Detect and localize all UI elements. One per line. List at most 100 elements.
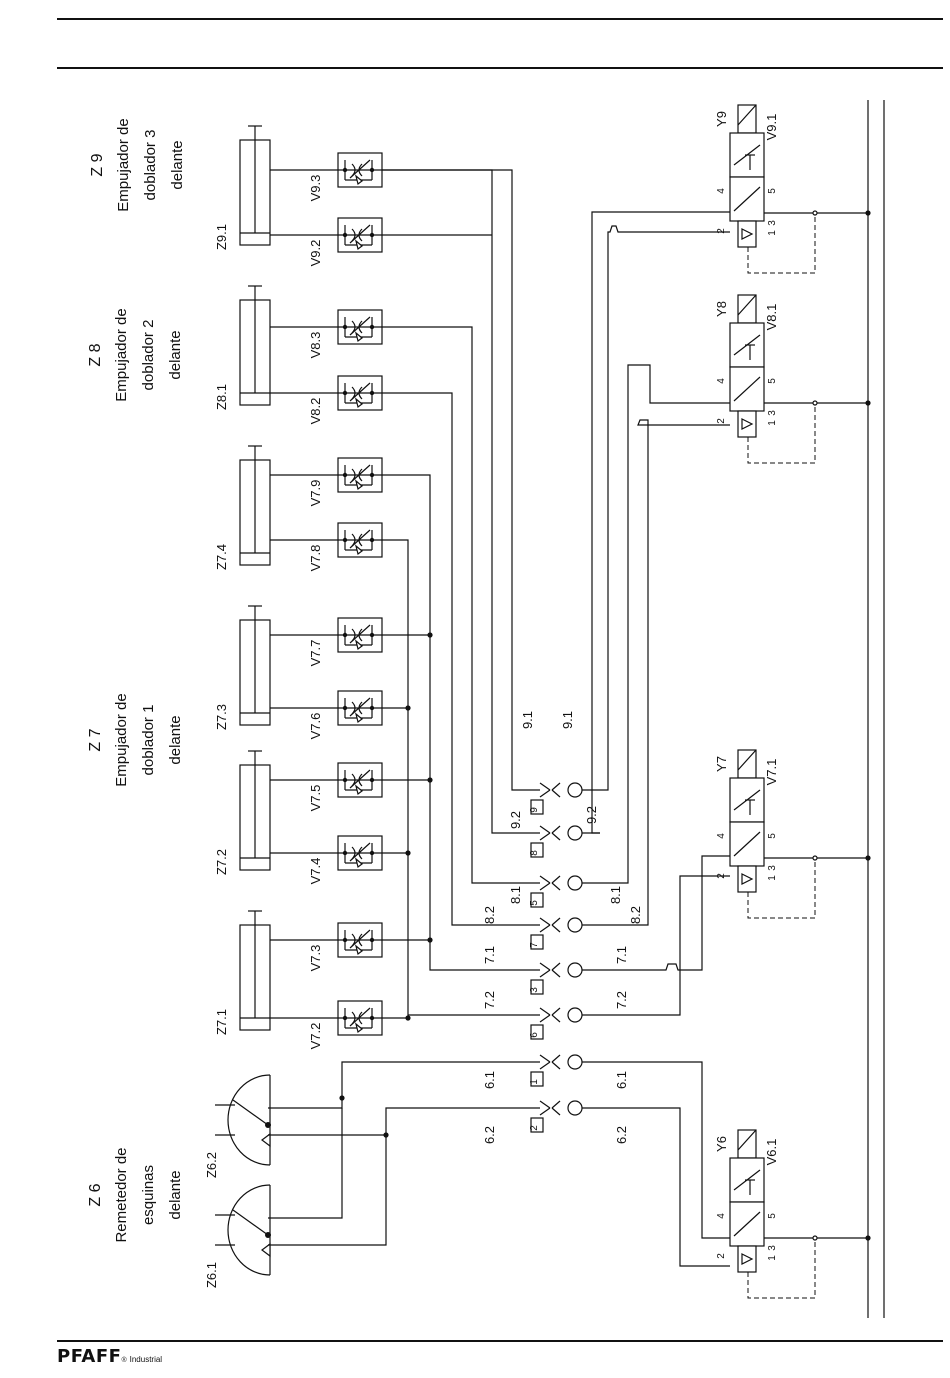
line-label-right-6-2: 6.2 [614, 1126, 629, 1144]
line-label-left-8-1: 8.1 [508, 886, 523, 904]
group-id-z8: Z 8 [87, 343, 104, 366]
pfaff-logo: PFAFF® Industrial [57, 1346, 162, 1367]
group-line-z9-2: delante [169, 140, 186, 189]
throttle-label-V7-6: V7.6 [308, 713, 323, 740]
pipe-9-2 [382, 169, 540, 834]
port-number-V8-1-2: 5 [767, 378, 778, 384]
pipe-6-1 [268, 1061, 540, 1109]
port-number-V6-1-4: 1 [767, 1255, 778, 1261]
port-number-V8-1-3: 3 [767, 410, 778, 416]
line-label-right-6-1: 6.1 [614, 1071, 629, 1089]
valve-layer [729, 104, 871, 1299]
group-line-z6-1: esquinas [140, 1165, 157, 1225]
port-number-V6-1-2: 5 [767, 1213, 778, 1219]
valve-name-label-V6-1: V6.1 [764, 1139, 779, 1166]
line-label-right-7-1: 7.1 [614, 946, 629, 964]
throttle-valve-V8-2 [270, 375, 383, 411]
cylinder-Z7-3 [239, 605, 271, 726]
throttle-label-V7-4: V7.4 [308, 858, 323, 885]
port-number-V6-1-0: 4 [716, 1213, 727, 1219]
cylinder-Z7-1 [239, 910, 271, 1031]
cylinder-label-Z7-3: Z7.3 [214, 704, 229, 730]
throttle-label-V9-2: V9.2 [308, 240, 323, 267]
line-label-left-7-2: 7.2 [482, 991, 497, 1009]
pipe-layer [268, 169, 730, 1267]
line-label-right-8-1: 8.1 [608, 886, 623, 904]
port-number-V9-1-0: 4 [716, 188, 727, 194]
junction-dot [427, 777, 433, 783]
group-id-z9: Z 9 [89, 153, 106, 176]
group-line-z8-2: delante [167, 330, 184, 379]
rotary-cylinder-Z6-1 [215, 1184, 271, 1276]
cylinder-label-Z9-1: Z9.1 [214, 224, 229, 250]
port-number-V6-1-3: 3 [767, 1245, 778, 1251]
port-number-V8-1-0: 4 [716, 378, 727, 384]
pipe-6-2 [268, 1107, 540, 1136]
directional-valve-V7-1 [729, 749, 868, 919]
cylinder-layer [215, 125, 271, 1276]
valve-solenoid-label-V8-1: Y8 [714, 301, 729, 317]
throttle-layer [270, 152, 383, 1036]
valve-solenoid-label-V9-1: Y9 [714, 111, 729, 127]
throttle-label-V9-3: V9.3 [308, 175, 323, 202]
coupling-number-8: 8 [529, 850, 540, 856]
throttle-valve-V7-9 [270, 457, 383, 493]
pipe-8-2 [382, 392, 540, 926]
throttle-valve-V7-6 [270, 690, 383, 726]
junction-dot [865, 400, 871, 406]
group-line-z7-2: delante [167, 715, 184, 764]
junction-dot [339, 1095, 345, 1101]
port-number-V8-1-1: 2 [716, 418, 727, 424]
coupling-3 [530, 962, 600, 995]
directional-valve-V9-1 [729, 104, 868, 274]
junction-dot [427, 937, 433, 943]
line-label-left-8-2: 8.2 [482, 906, 497, 924]
pipe-8-2-valve [600, 419, 730, 926]
pipe-7-1-valve [600, 855, 730, 971]
throttle-label-V7-9: V7.9 [308, 480, 323, 507]
cylinder-Z7-4 [239, 445, 271, 566]
valve-name-label-V9-1: V9.1 [764, 114, 779, 141]
group-line-z6-2: delante [167, 1170, 184, 1219]
throttle-valve-V7-4 [270, 835, 383, 871]
logo-subtitle: Industrial [129, 1355, 163, 1364]
throttle-valve-V9-3 [270, 152, 383, 188]
coupling-2 [530, 1100, 600, 1133]
junction-dot [405, 850, 411, 856]
coupling-layer [530, 782, 600, 1133]
group-line-z7-1: doblador 1 [140, 705, 157, 776]
group-line-z7-0: Empujador de [113, 693, 130, 786]
throttle-label-V7-8: V7.8 [308, 545, 323, 572]
valve-name-label-V8-1: V8.1 [764, 304, 779, 331]
throttle-label-V7-7: V7.7 [308, 640, 323, 667]
pipe-6-2-valve [600, 1107, 730, 1267]
cylinder-Z8-1 [239, 285, 271, 406]
line-label-right-9-1: 9.1 [560, 711, 575, 729]
cylinder-label-Z7-1: Z7.1 [214, 1009, 229, 1035]
port-number-V7-1-2: 5 [767, 833, 778, 839]
port-number-V8-1-4: 1 [767, 420, 778, 426]
coupling-1 [530, 1054, 600, 1087]
junction-dot [405, 705, 411, 711]
throttle-label-V7-5: V7.5 [308, 785, 323, 812]
coupling-number-6: 6 [529, 1032, 540, 1038]
group-id-z6: Z 6 [87, 1183, 104, 1206]
junction-dot [865, 210, 871, 216]
line-label-left-6-1: 6.1 [482, 1071, 497, 1089]
port-number-V9-1-1: 2 [716, 228, 727, 234]
junction-dot [865, 1235, 871, 1241]
header-rule-top [57, 18, 943, 20]
port-number-V7-1-3: 3 [767, 865, 778, 871]
footer-rule [57, 1340, 943, 1342]
line-label-left-7-1: 7.1 [482, 946, 497, 964]
coupling-number-2: 2 [529, 1125, 540, 1131]
group-id-z7: Z 7 [87, 728, 104, 751]
junction-dot [427, 632, 433, 638]
throttle-label-V8-3: V8.3 [308, 332, 323, 359]
junction-dot [383, 1132, 389, 1138]
port-number-V9-1-2: 5 [767, 188, 778, 194]
throttle-valve-V7-3 [270, 922, 383, 958]
pipe-7-1 [382, 474, 540, 971]
